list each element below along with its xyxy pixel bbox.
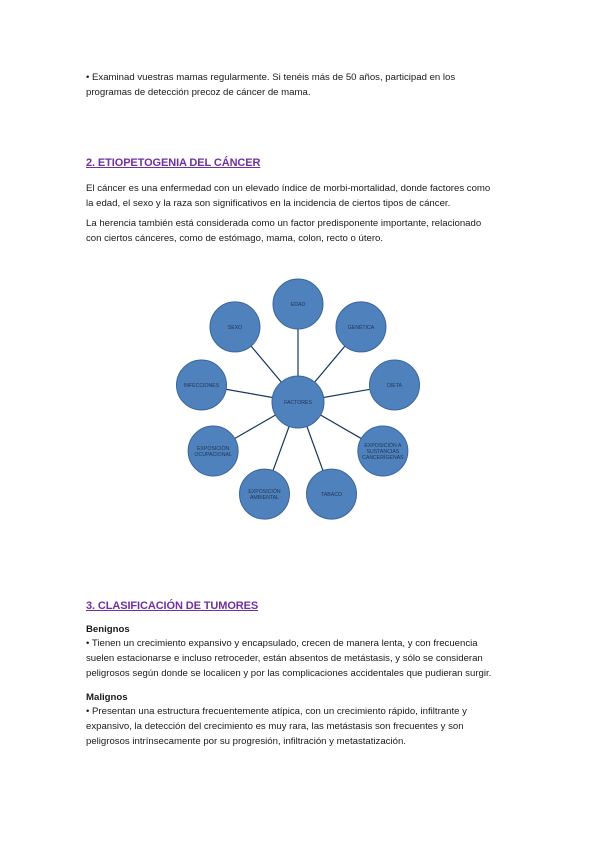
factor-node-label: SEXO (228, 325, 242, 331)
factor-node (369, 359, 421, 411)
factor-node (335, 301, 387, 353)
section-2-heading: 2. ETIOPETOGENIA DEL CÁNCER (86, 157, 261, 169)
s2-p2-line-1: La herencia también está considerada com… (86, 218, 482, 229)
factor-node-label: GENÉTICA (348, 324, 375, 331)
malignos-paragraph: • Presentan una estructura frecuentement… (86, 704, 516, 749)
factor-node-label-line: EXPOSICIÓN (248, 488, 281, 495)
s2-p2-line-2: con ciertos cánceres, como de estómago, … (86, 233, 384, 244)
factor-node-label: DIETA (387, 383, 402, 389)
factor-node-label-line: EXPOSICIÓN (197, 445, 230, 452)
section-2-paragraph-2: La herencia también está considerada com… (86, 216, 516, 246)
factor-node (306, 468, 358, 520)
intro-line-1: • Examinad vuestras mamas regularmente. … (86, 72, 456, 83)
factor-node-label-line: OCUPACIONAL (194, 452, 231, 458)
center-node-label: FACTORES (284, 400, 312, 406)
factor-node-label: EDAD (291, 302, 306, 308)
s2-p1-line-2: la edad, el sexo y la raza son significa… (86, 198, 451, 209)
intro-paragraph: • Examinad vuestras mamas regularmente. … (86, 70, 516, 100)
factor-node-label-line: GENÉTICA (348, 324, 375, 331)
factor-node-label: INFECCIONES (184, 383, 220, 389)
factor-node (187, 425, 239, 477)
factor-node-label-line: TABACO (321, 492, 342, 498)
factor-node (272, 278, 324, 330)
factor-node-label-line: DIETA (387, 383, 402, 389)
center-node (271, 375, 325, 429)
factor-node-label-line: SEXO (228, 325, 242, 331)
section-2-paragraph-1: El cáncer es una enfermedad con un eleva… (86, 181, 516, 211)
factor-node (175, 359, 227, 411)
factor-node (238, 468, 290, 520)
malignos-line-1: • Presentan una estructura frecuentement… (86, 706, 467, 717)
intro-line-2: programas de detección precoz de cáncer … (86, 87, 311, 98)
factor-node-label: TABACO (321, 492, 342, 498)
benignos-line-3: peligrosos según donde se localicen y po… (86, 668, 492, 679)
factor-node-label-line: CANCERÍGENAS (362, 454, 404, 461)
section-3-heading: 3. CLASIFICACIÓN DE TUMORES (86, 600, 259, 612)
benignos-line-1: • Tienen un crecimiento expansivo y enca… (86, 638, 478, 649)
s2-p1-line-1: El cáncer es una enfermedad con un eleva… (86, 183, 491, 194)
factor-node-label-line: SUSTANCIAS (366, 449, 399, 455)
malignos-line-2: expansivo, la detección del crecimiento … (86, 721, 464, 732)
factor-node-label-line: EDAD (291, 302, 306, 308)
factor-node-label-line: INFECCIONES (184, 383, 220, 389)
factor-node (209, 301, 261, 353)
malignos-title: Malignos (86, 692, 128, 703)
benignos-title: Benignos (86, 624, 130, 635)
benignos-line-2: suelen estacionarse e incluso retroceder… (86, 653, 483, 664)
malignos-line-3: peligrosos intrínsecamente por su progre… (86, 736, 406, 747)
benignos-paragraph: • Tienen un crecimiento expansivo y enca… (86, 636, 516, 681)
factor-node-label-line: EXPOSICIÓN A (364, 442, 401, 449)
factor-node (357, 425, 409, 477)
factor-node-label-line: AMBIENTAL (250, 495, 279, 501)
